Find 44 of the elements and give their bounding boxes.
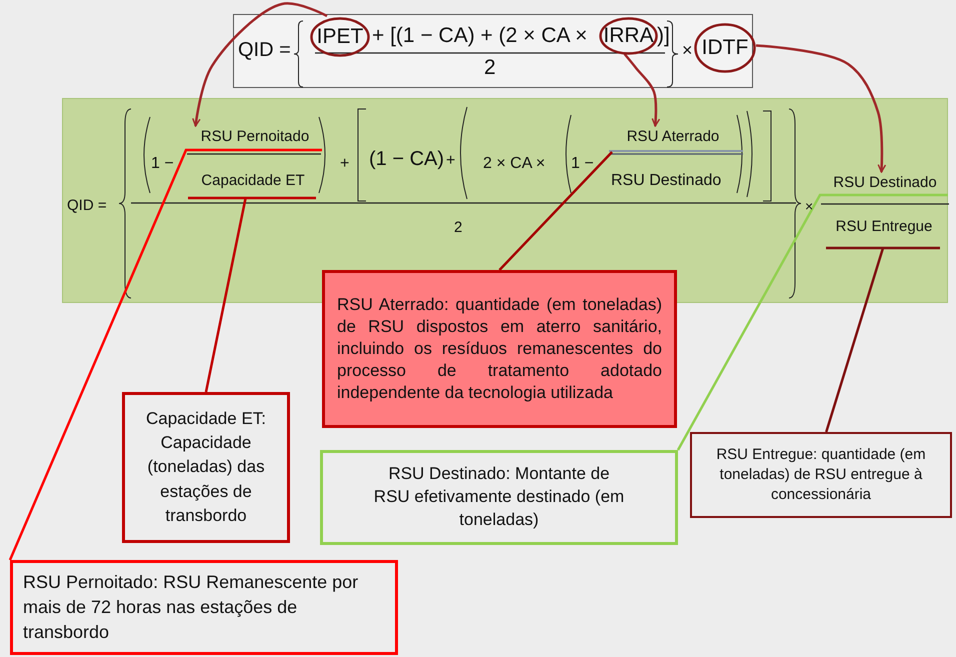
formula-text: 2 × CA × bbox=[483, 155, 546, 174]
arrow bbox=[624, 53, 660, 127]
highlight-ellipse bbox=[310, 17, 370, 57]
callout-text: RSU Pernoitado: RSU Remanescente por mais de 72 horas nas estações de transbordo bbox=[23, 570, 360, 644]
formula-term: Capacidade ET bbox=[201, 172, 305, 190]
formula-text: × bbox=[805, 198, 814, 214]
formula-box bbox=[233, 14, 753, 88]
callout-text: RSU Aterrado: quantidade (em toneladas) de RSU dispostos em aterro sanitário, incluindo os resíduos remanescentes do processo de tratamento adotado independente da tecnologia utilizada bbox=[337, 294, 662, 404]
callout-text: RSU Entregue: quantidade (em toneladas) de RSU entregue à concessionária bbox=[716, 444, 926, 506]
formula-text: 1 − bbox=[571, 155, 594, 174]
leader-line bbox=[186, 196, 316, 392]
leader-line bbox=[8, 148, 322, 560]
formula-text: + bbox=[340, 155, 350, 174]
leader-line bbox=[824, 246, 940, 432]
arrow bbox=[192, 2, 328, 127]
formula-term: RSU Destinado bbox=[833, 174, 937, 192]
formula-text: QID = bbox=[67, 197, 107, 214]
formula-text: QID = bbox=[238, 39, 291, 62]
formula-text: 2 bbox=[484, 56, 496, 80]
callout-text: RSU Destinado: Montante de RSU efetivamente destinado (em toneladas) bbox=[373, 463, 625, 531]
formula-text: 1 − bbox=[151, 155, 174, 174]
formula-text: )] bbox=[657, 24, 670, 48]
callout-box bbox=[322, 270, 677, 428]
formula-text: RSU Destinado bbox=[611, 172, 722, 190]
highlight-ellipse bbox=[694, 23, 756, 73]
formula-variable: IPET bbox=[316, 24, 364, 50]
formula-text: + bbox=[446, 152, 456, 170]
formula-variable: IDTF bbox=[702, 36, 748, 60]
highlight-ellipse bbox=[599, 17, 658, 55]
formula-text: 2 bbox=[454, 219, 462, 236]
arrow bbox=[756, 44, 886, 173]
callout-text: Capacidade ET: Capacidade (toneladas) das estações de transbordo bbox=[144, 408, 268, 527]
callout-box bbox=[10, 560, 398, 655]
callout-box bbox=[320, 450, 678, 545]
formula-term: RSU Entregue bbox=[836, 218, 932, 236]
formula-term: RSU Aterrado bbox=[626, 128, 720, 146]
formula-term: RSU Pernoitado bbox=[200, 128, 310, 146]
formula-text: × bbox=[682, 40, 693, 61]
formula-text: (1 − CA) bbox=[369, 148, 444, 171]
formula-text: + [(1 − CA) + (2 × CA × bbox=[372, 24, 588, 48]
formula-variable: IRRA bbox=[603, 24, 654, 48]
leader-line bbox=[498, 151, 613, 271]
callout-box bbox=[122, 392, 290, 543]
callout-box bbox=[690, 432, 952, 518]
